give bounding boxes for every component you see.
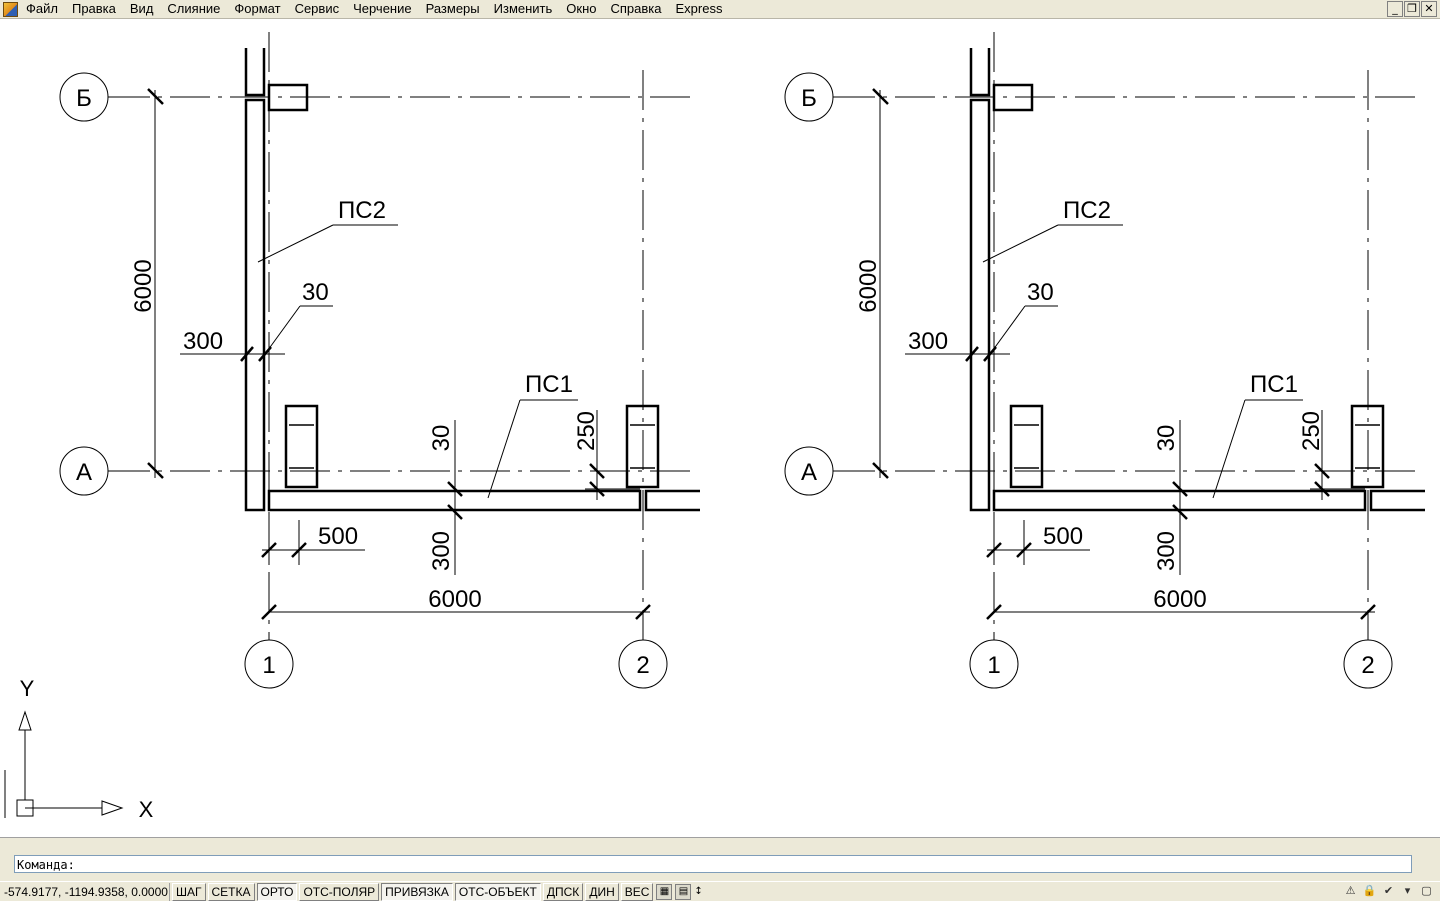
dim-6000-vertical: 6000	[130, 259, 157, 312]
plan-left[interactable]: Б А 1 2 ПС2 ПС1 6000 6000 300 30 500 30 …	[58, 30, 702, 690]
grid-label-a: А	[76, 459, 92, 486]
dim-500: 500	[318, 523, 358, 550]
menu-dimensions[interactable]: Размеры	[425, 1, 480, 16]
app-icon[interactable]	[3, 2, 18, 17]
toolbar-lock-icon[interactable]: ✔	[1383, 884, 1394, 897]
grid-label-1: 1	[987, 652, 1000, 679]
grid-label-2: 2	[1361, 652, 1374, 679]
scroll-arrows-icon[interactable]: ↕	[694, 885, 703, 897]
command-input[interactable]: Команда:	[14, 855, 1412, 873]
dim-250: 250	[573, 411, 600, 451]
restore-button[interactable]: ❐	[1404, 1, 1420, 17]
ucs-x-label: X	[139, 797, 154, 822]
grid-label-2: 2	[636, 652, 649, 679]
dim-300-left: 300	[908, 328, 948, 355]
coordinates-readout[interactable]: -574.9177, -1194.9358, 0.0000	[0, 882, 170, 901]
toggle-dyn[interactable]: ДИН	[585, 882, 619, 901]
dim-500: 500	[1043, 523, 1083, 550]
menu-merge[interactable]: Слияние	[167, 1, 221, 16]
close-button[interactable]: ✕	[1421, 1, 1437, 17]
toggle-grid[interactable]: СЕТКА	[207, 882, 255, 901]
dim-6000-horizontal: 6000	[1153, 586, 1206, 613]
label-ps1: ПС1	[525, 371, 573, 398]
lock-icon[interactable]: 🔒	[1362, 884, 1377, 897]
grid-label-1: 1	[262, 652, 275, 679]
status-tray: ⚠ 🔒 ✔ ▾ ▢	[1343, 883, 1434, 898]
menu-window[interactable]: Окно	[566, 1, 597, 16]
ucs-y-label: Y	[20, 676, 35, 701]
grid-label-b: Б	[76, 85, 92, 112]
toggle-otrack[interactable]: ОТС-ОБЪЕКТ	[454, 882, 541, 901]
toggle-snap[interactable]: ШАГ	[172, 882, 206, 901]
minimize-button[interactable]: _	[1387, 1, 1403, 17]
toggle-lwt[interactable]: ВЕС	[620, 882, 654, 901]
dim-30-panel: 30	[428, 425, 455, 452]
ucs-y-arrow	[18, 710, 32, 731]
ucs-x-arrow	[101, 800, 124, 816]
dim-30-panel: 30	[1153, 425, 1180, 452]
command-window: Команда:	[0, 837, 1440, 882]
menu-draw[interactable]: Черчение	[353, 1, 412, 16]
menu-edit[interactable]: Правка	[71, 1, 116, 16]
menu-tools[interactable]: Сервис	[294, 1, 340, 16]
toggle-osnap[interactable]: ПРИВЯЗКА	[381, 882, 453, 901]
drawing-canvas[interactable]: Б А 1 2 ПС2 ПС1 6000 6000 300 30 500 30 …	[0, 19, 1440, 837]
label-ps2: ПС2	[1063, 197, 1111, 224]
menu-items: Файл Правка Вид Слияние Формат Сервис Че…	[26, 0, 736, 18]
dim-300-left: 300	[183, 328, 223, 355]
menu-bar: Файл Правка Вид Слияние Формат Сервис Че…	[0, 0, 1440, 19]
menu-modify[interactable]: Изменить	[493, 1, 553, 16]
ucs-origin-box	[16, 799, 34, 817]
drawing-svg: Б А 1 2 ПС2 ПС1 6000 6000 300 30 500 30 …	[4, 30, 1427, 822]
dim-300-panel: 300	[428, 531, 455, 571]
ucs-icon	[4, 710, 124, 818]
layout-icon[interactable]: ▤	[675, 883, 692, 900]
menu-help[interactable]: Справка	[610, 1, 662, 16]
grid-label-b: Б	[801, 85, 817, 112]
menu-express[interactable]: Express	[675, 1, 723, 16]
plan-right[interactable]: Б А 1 2 ПС2 ПС1 6000 6000 300 30 500 30 …	[783, 30, 1427, 690]
label-ps2: ПС2	[338, 197, 386, 224]
menu-view[interactable]: Вид	[129, 1, 154, 16]
dim-250: 250	[1298, 411, 1325, 451]
grid-label-a: А	[801, 459, 817, 486]
model-space-icon[interactable]: ▦	[656, 883, 673, 900]
toggle-polar[interactable]: ОТС-ПОЛЯР	[299, 882, 380, 901]
dim-6000-horizontal: 6000	[428, 586, 481, 613]
annotation-scale-icon[interactable]: ⚠	[1345, 884, 1356, 897]
dim-30-wall: 30	[1027, 279, 1054, 306]
dim-6000-vertical: 6000	[855, 259, 882, 312]
toggle-ducs[interactable]: ДПСК	[542, 882, 584, 901]
clean-screen-icon[interactable]: ▢	[1421, 884, 1432, 897]
toggle-ortho[interactable]: ОРТО	[256, 882, 298, 901]
label-ps1: ПС1	[1250, 371, 1298, 398]
status-bar: -574.9177, -1194.9358, 0.0000 ШАГ СЕТКА …	[0, 881, 1440, 901]
dim-300-panel: 300	[1153, 531, 1180, 571]
dim-30-wall: 30	[302, 279, 329, 306]
status-menu-arrow-icon[interactable]: ▾	[1404, 884, 1411, 897]
menu-format[interactable]: Формат	[234, 1, 281, 16]
window-controls: _ ❐ ✕	[1387, 1, 1437, 17]
menu-file[interactable]: Файл	[26, 1, 58, 16]
